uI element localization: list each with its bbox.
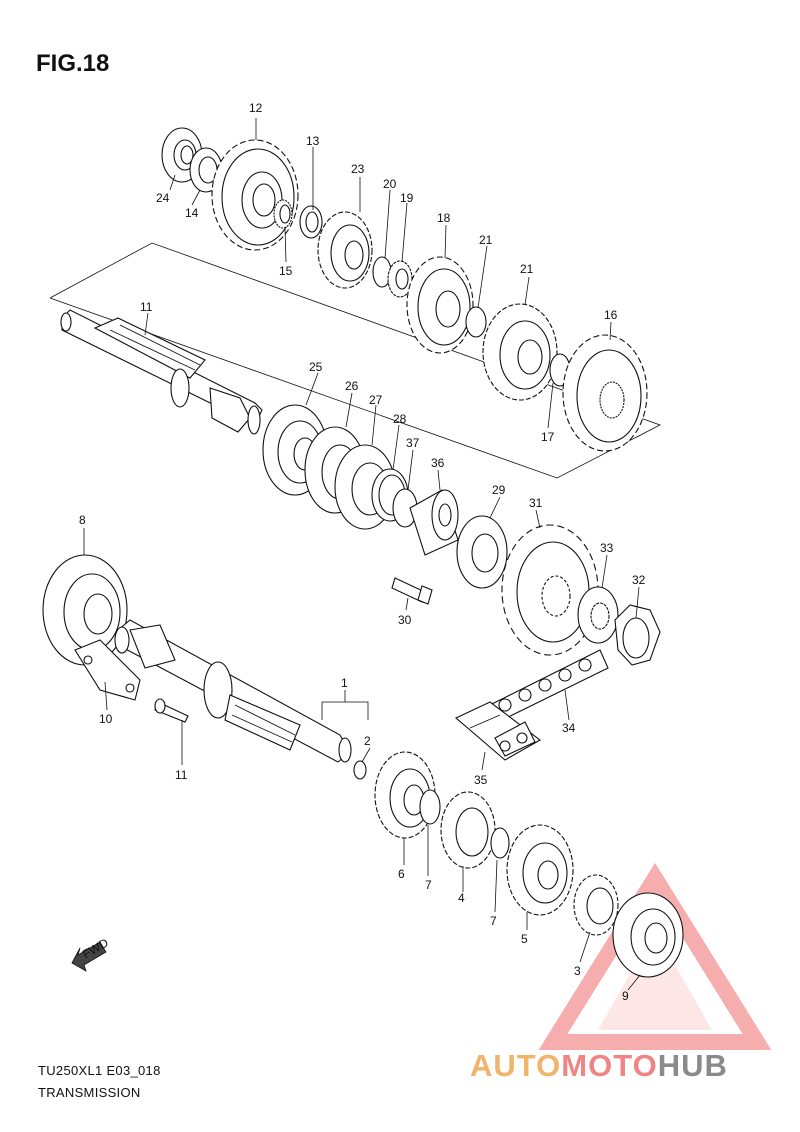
gear-4 (440, 791, 496, 869)
sprocket-31 (501, 524, 599, 656)
callout-35: 33 (600, 541, 614, 555)
sleeve-32 (409, 489, 459, 556)
bearing-8 (42, 554, 128, 666)
needle-bearing-16 (273, 199, 293, 229)
washer-35 (577, 586, 619, 644)
figure-title: FIG.18 (36, 50, 110, 77)
callout-6: 6 (398, 867, 405, 881)
callout-22: 21 (520, 262, 534, 276)
callout-31: 31 (529, 496, 543, 510)
driveshaft-1 (114, 619, 352, 763)
circlip-7a (419, 789, 441, 825)
pin-2 (353, 760, 367, 780)
bearing-9 (612, 892, 684, 978)
shaft-frame (49, 242, 662, 479)
gear-19 (406, 256, 474, 354)
watermark-part2: MOTO (561, 1048, 658, 1083)
circlip-7b (490, 827, 510, 859)
fwd-arrow-icon: FWD (71, 935, 111, 972)
callout-33: 37 (406, 436, 420, 450)
screw-11 (154, 698, 189, 723)
callout-16: 15 (279, 264, 293, 278)
callout-3: 3 (574, 964, 581, 978)
bolt-30 (391, 577, 433, 605)
callout-21b: 21 (479, 233, 493, 247)
gear-6 (374, 751, 436, 839)
watermark-logo: AUTOMOTOHUB (470, 1048, 728, 1084)
gear-22 (482, 303, 558, 401)
callout-13: 12 (249, 101, 263, 115)
callout-28: 28 (393, 412, 407, 426)
watermark-part1: AUTO (470, 1048, 562, 1083)
section-name: TRANSMISSION (38, 1085, 141, 1100)
gear-17 (562, 334, 648, 452)
callout-24: 24 (156, 191, 170, 205)
callout-7b: 7 (490, 914, 497, 928)
watermark-triangle (538, 862, 772, 1050)
callout-8: 8 (79, 513, 86, 527)
washer-20 (387, 260, 413, 298)
callout-21a: 20 (383, 177, 397, 191)
lock-washer-29 (456, 515, 508, 589)
callout-18: 17 (541, 430, 555, 444)
nut-34 (614, 604, 661, 666)
callout-27: 27 (369, 393, 383, 407)
gear-23 (317, 211, 373, 289)
callout-1: 1 (341, 676, 348, 690)
callout-5: 5 (521, 932, 528, 946)
callout-14: 13 (306, 134, 320, 148)
callout-19: 18 (437, 211, 451, 225)
callout-26: 26 (345, 379, 359, 393)
callout-10: 10 (99, 712, 113, 726)
chain-joint-37 (454, 701, 541, 761)
washer-14 (299, 205, 323, 239)
callout-11: 11 (175, 768, 188, 782)
gear-3 (573, 874, 619, 936)
watermark-part3: HUB (657, 1048, 728, 1083)
callout-29: 29 (492, 483, 506, 497)
callout-labels: 12 13 24 14 15 23 20 19 18 21 21 16 17 1… (79, 101, 646, 1003)
circlip-21b (465, 306, 487, 338)
callout-34: 32 (632, 573, 646, 587)
callout-32: 36 (431, 456, 445, 470)
callout-7a: 7 (425, 878, 432, 892)
callout-30: 30 (398, 613, 412, 627)
leader-lines (83, 118, 641, 991)
callout-12: 11 (140, 300, 153, 314)
callout-23: 23 (351, 162, 365, 176)
callout-4: 4 (458, 891, 465, 905)
countershaft (60, 309, 263, 435)
callout-9: 9 (622, 989, 629, 1003)
retainer-10 (74, 639, 141, 701)
callout-36: 34 (562, 721, 576, 735)
callout-37: 35 (474, 773, 488, 787)
callout-2: 2 (364, 734, 371, 748)
callout-25: 25 (309, 360, 323, 374)
callout-20: 19 (400, 191, 414, 205)
callout-15: 14 (185, 206, 199, 220)
drive-chain-36 (489, 649, 609, 723)
washer-15 (189, 147, 223, 193)
gear-5 (506, 824, 574, 916)
callout-17: 16 (604, 308, 618, 322)
model-code: TU250XL1 E03_018 (38, 1063, 161, 1078)
